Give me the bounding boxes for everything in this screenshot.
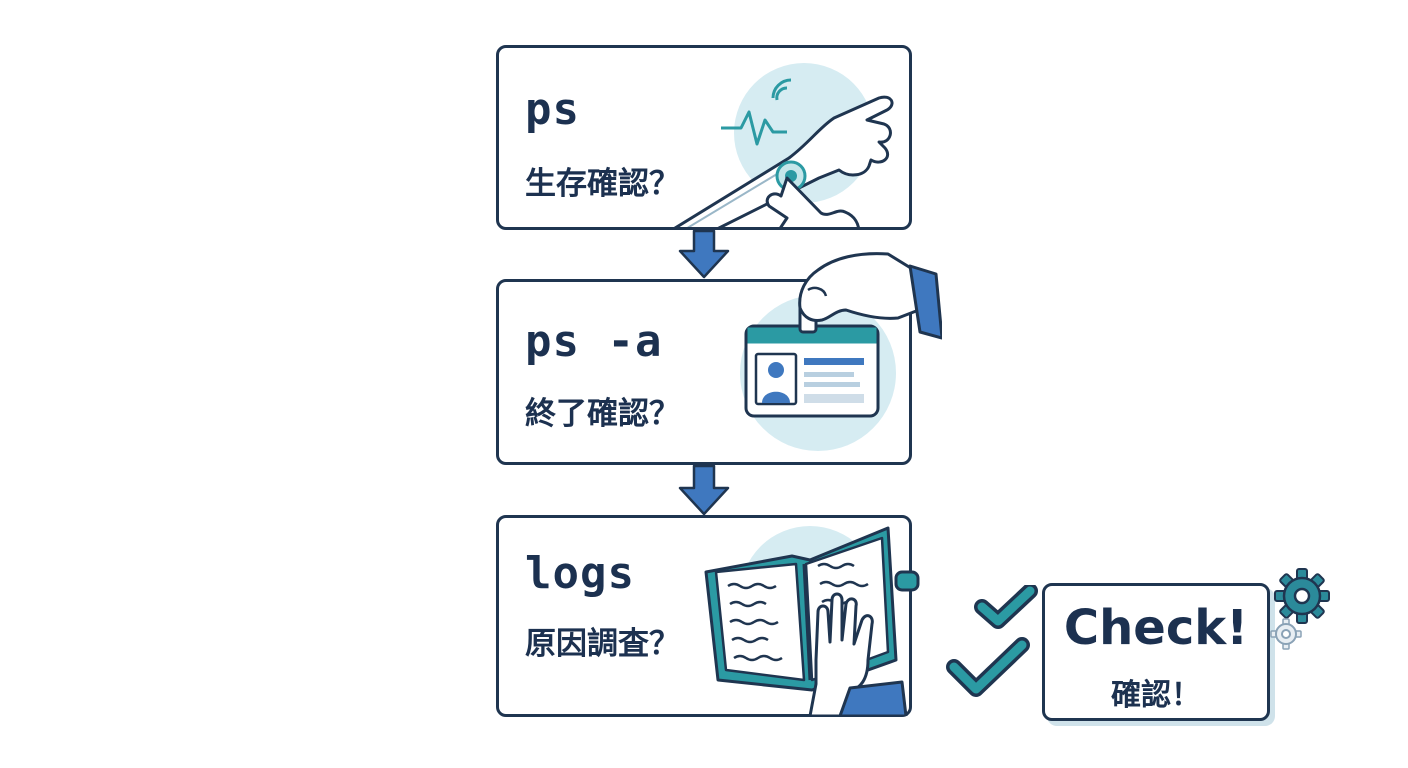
- result-subtitle: 確認！: [1111, 678, 1201, 713]
- pulse-check-icon: [673, 63, 894, 227]
- id-card-icon: [740, 252, 942, 451]
- step-description: 終了確認？: [525, 396, 680, 432]
- down-arrow-icon: [678, 464, 730, 516]
- step-card-ps: ps 生存確認？: [496, 45, 912, 230]
- checkmark-icon: [946, 585, 1038, 697]
- step-description: 生存確認？: [525, 166, 680, 202]
- result-card: Check! 確認！: [1042, 583, 1270, 721]
- logbook-icon: [704, 526, 920, 716]
- down-arrow-icon: [678, 229, 730, 279]
- step-command: logs: [525, 548, 635, 599]
- step-command: ps -a: [525, 316, 663, 367]
- result-title: Check!: [1063, 600, 1249, 656]
- gear-icon: [1270, 568, 1330, 650]
- step-description: 原因調査？: [525, 626, 680, 662]
- step-command: ps: [525, 84, 580, 135]
